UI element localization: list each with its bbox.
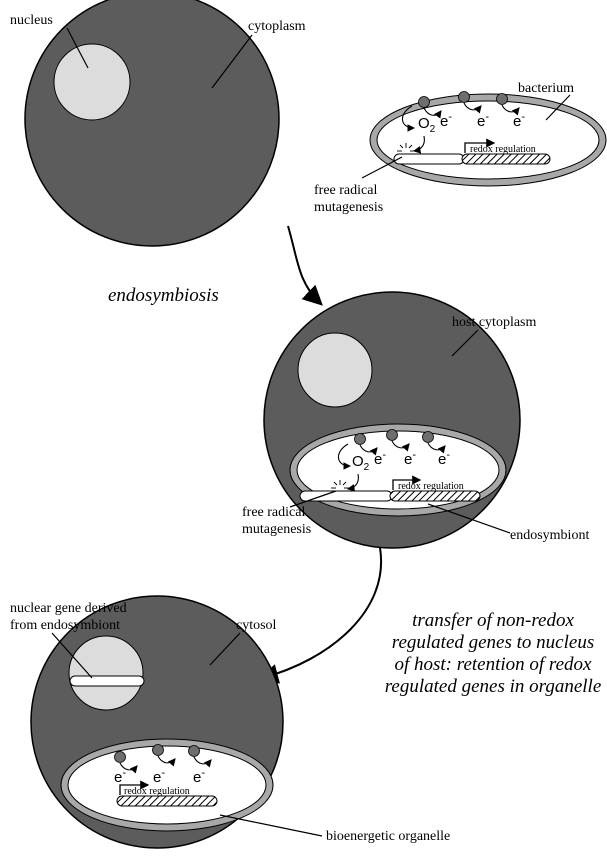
- membrane-protein: [459, 92, 470, 103]
- membrane-protein: [355, 434, 366, 445]
- nucleus-label: nucleus: [10, 13, 53, 28]
- transfer-caption-line: transfer of non-redox: [412, 610, 574, 631]
- membrane-protein: [189, 746, 200, 757]
- redox-regulation-label: redox regulation: [398, 481, 464, 492]
- bacterial-gene-redox-regulated: [462, 154, 550, 164]
- membrane-protein: [423, 432, 434, 443]
- host-nucleus: [298, 333, 372, 407]
- nuclear-gene-from-endosymbiont: [70, 676, 144, 686]
- bacterium-label: bacterium: [518, 81, 574, 96]
- host-nucleus: [69, 636, 143, 710]
- membrane-protein: [419, 97, 430, 108]
- mutagenesis-label: mutagenesis: [314, 200, 383, 215]
- membrane-protein: [153, 745, 164, 756]
- membrane-protein: [497, 94, 508, 105]
- endosymbiont-label: endosymbiont: [510, 528, 589, 543]
- transfer-caption-line: regulated genes to nucleus: [392, 632, 594, 653]
- free-living-bacterium: O2 e- e- e- redox regulation: [370, 92, 606, 187]
- redox-regulation-label: redox regulation: [124, 786, 190, 797]
- redox-regulation-label: redox regulation: [470, 144, 536, 155]
- nuclear-gene-label: from endosymbiont: [10, 618, 120, 633]
- cytoplasm-label: cytoplasm: [248, 19, 306, 34]
- mutagenesis-label: mutagenesis: [242, 522, 311, 537]
- host-cell: [25, 0, 279, 246]
- host-cytoplasm-label: host cytoplasm: [452, 315, 536, 330]
- endosymbiont-gene-redox-regulated: [390, 491, 480, 501]
- organelle-pointer: [220, 815, 322, 836]
- cytosol-label: cytosol: [236, 618, 277, 633]
- transfer-caption: transfer of non-redox regulated genes to…: [385, 610, 602, 697]
- host-nucleus: [54, 44, 130, 120]
- gene-transfer-arrow: [262, 548, 381, 678]
- nuclear-gene-label: nuclear gene derived: [10, 601, 127, 616]
- mutagenesis-label: free radical: [242, 505, 305, 520]
- membrane-protein: [387, 430, 398, 441]
- membrane-protein: [115, 752, 126, 763]
- endosymbiosis-label: endosymbiosis: [108, 285, 219, 306]
- ancestral-host-cell: [25, 0, 279, 246]
- eukaryotic-cell-with-organelle: e- e- e- redox regulation: [31, 596, 283, 848]
- organelle-lumen: [68, 746, 266, 824]
- organelle-gene-redox-regulated: [117, 796, 217, 806]
- endosymbiosis-arrow: [288, 226, 320, 303]
- transfer-caption-line: of host: retention of redox: [394, 654, 592, 675]
- mutagenesis-label: free radical: [314, 183, 377, 198]
- endosymbiont-gene-plain: [300, 491, 392, 501]
- organelle-label: bioenergetic organelle: [326, 829, 450, 844]
- bacterial-gene-plain: [394, 154, 464, 164]
- transfer-caption-line: regulated genes in organelle: [385, 676, 602, 697]
